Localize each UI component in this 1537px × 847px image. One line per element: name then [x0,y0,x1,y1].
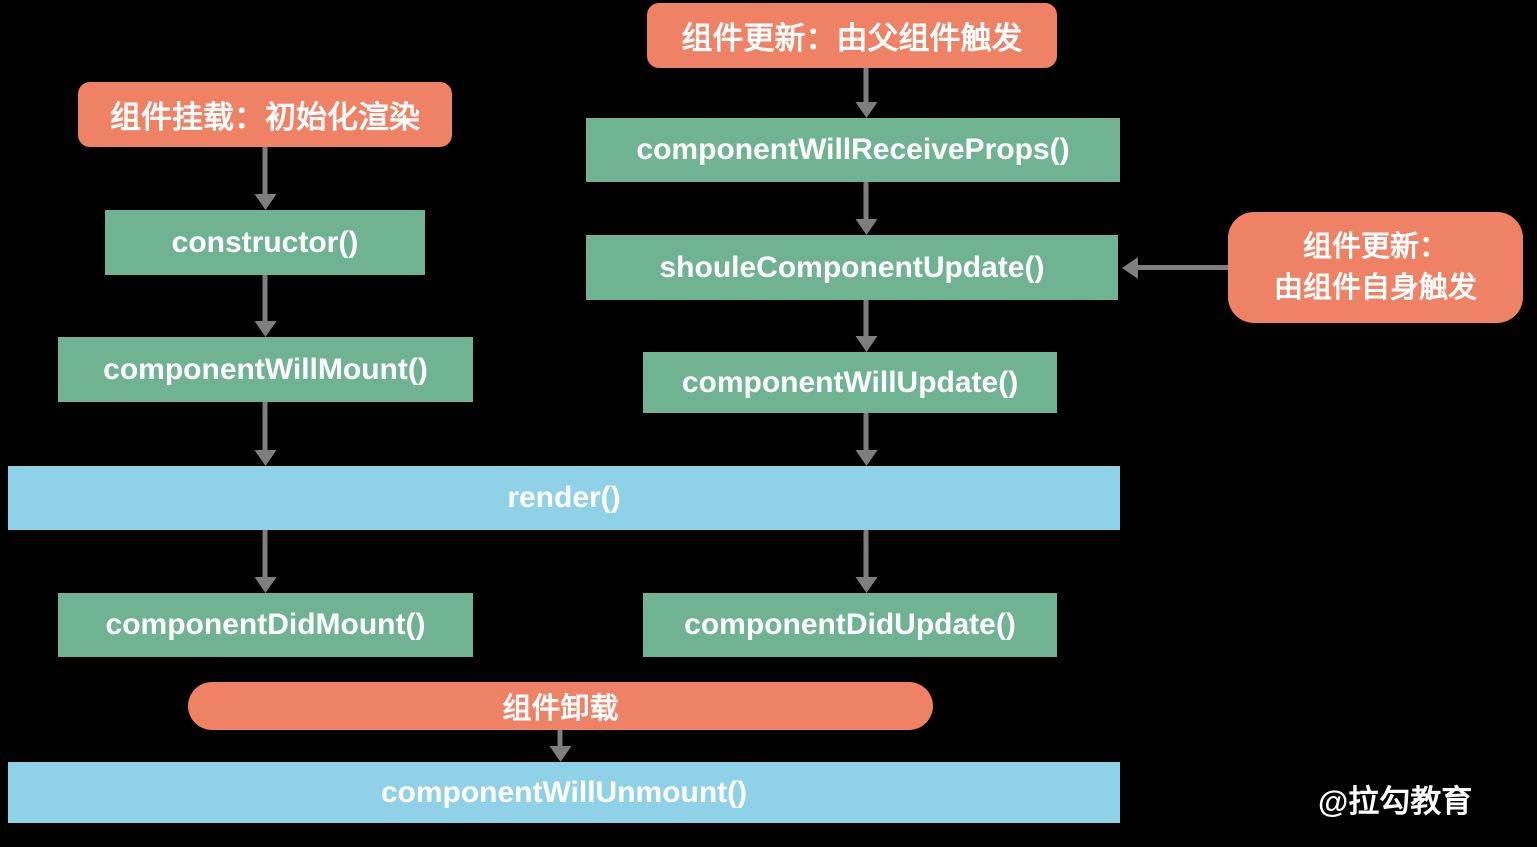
arrow-shouldupdate-to-willupdate [863,300,869,336]
arrow-mount-header-to-constructor [262,147,268,194]
node-component-will-unmount: componentWillUnmount() [8,762,1120,823]
node-constructor: constructor() [105,210,425,275]
node-render: render() [8,466,1120,530]
arrow-render-to-didmount [262,530,268,577]
node-update-self-header: 组件更新： 由组件自身触发 [1228,212,1523,323]
arrow-willreceiveprops-to-shouldupdate [863,182,869,219]
arrow-willmount-to-render [262,402,268,450]
arrow-render-to-didupdate [863,530,869,577]
update-self-line2: 由组件自身触发 [1273,271,1477,304]
node-unmount-header: 组件卸载 [188,682,933,730]
arrow-unmountheader-to-willunmount [557,730,563,746]
node-mount-header: 组件挂载：初始化渲染 [78,82,452,147]
arrow-updateself-to-shouldupdate [1138,265,1228,270]
node-component-will-update: componentWillUpdate() [643,352,1057,413]
node-update-parent-header: 组件更新：由父组件触发 [647,3,1057,68]
node-component-did-mount: componentDidMount() [58,593,473,657]
node-should-component-update: shouleComponentUpdate() [586,235,1118,300]
node-component-will-mount: componentWillMount() [58,337,473,402]
arrow-constructor-to-willmount [262,275,268,321]
arrow-willupdate-to-render [863,413,869,450]
node-component-will-receive-props: componentWillReceiveProps() [586,118,1120,182]
update-self-line1: 组件更新： [1302,230,1448,263]
watermark-lagou: @拉勾教育 [1318,784,1473,819]
node-component-did-update: componentDidUpdate() [643,593,1057,657]
arrow-updateheader-to-willreceiveprops [863,68,869,102]
